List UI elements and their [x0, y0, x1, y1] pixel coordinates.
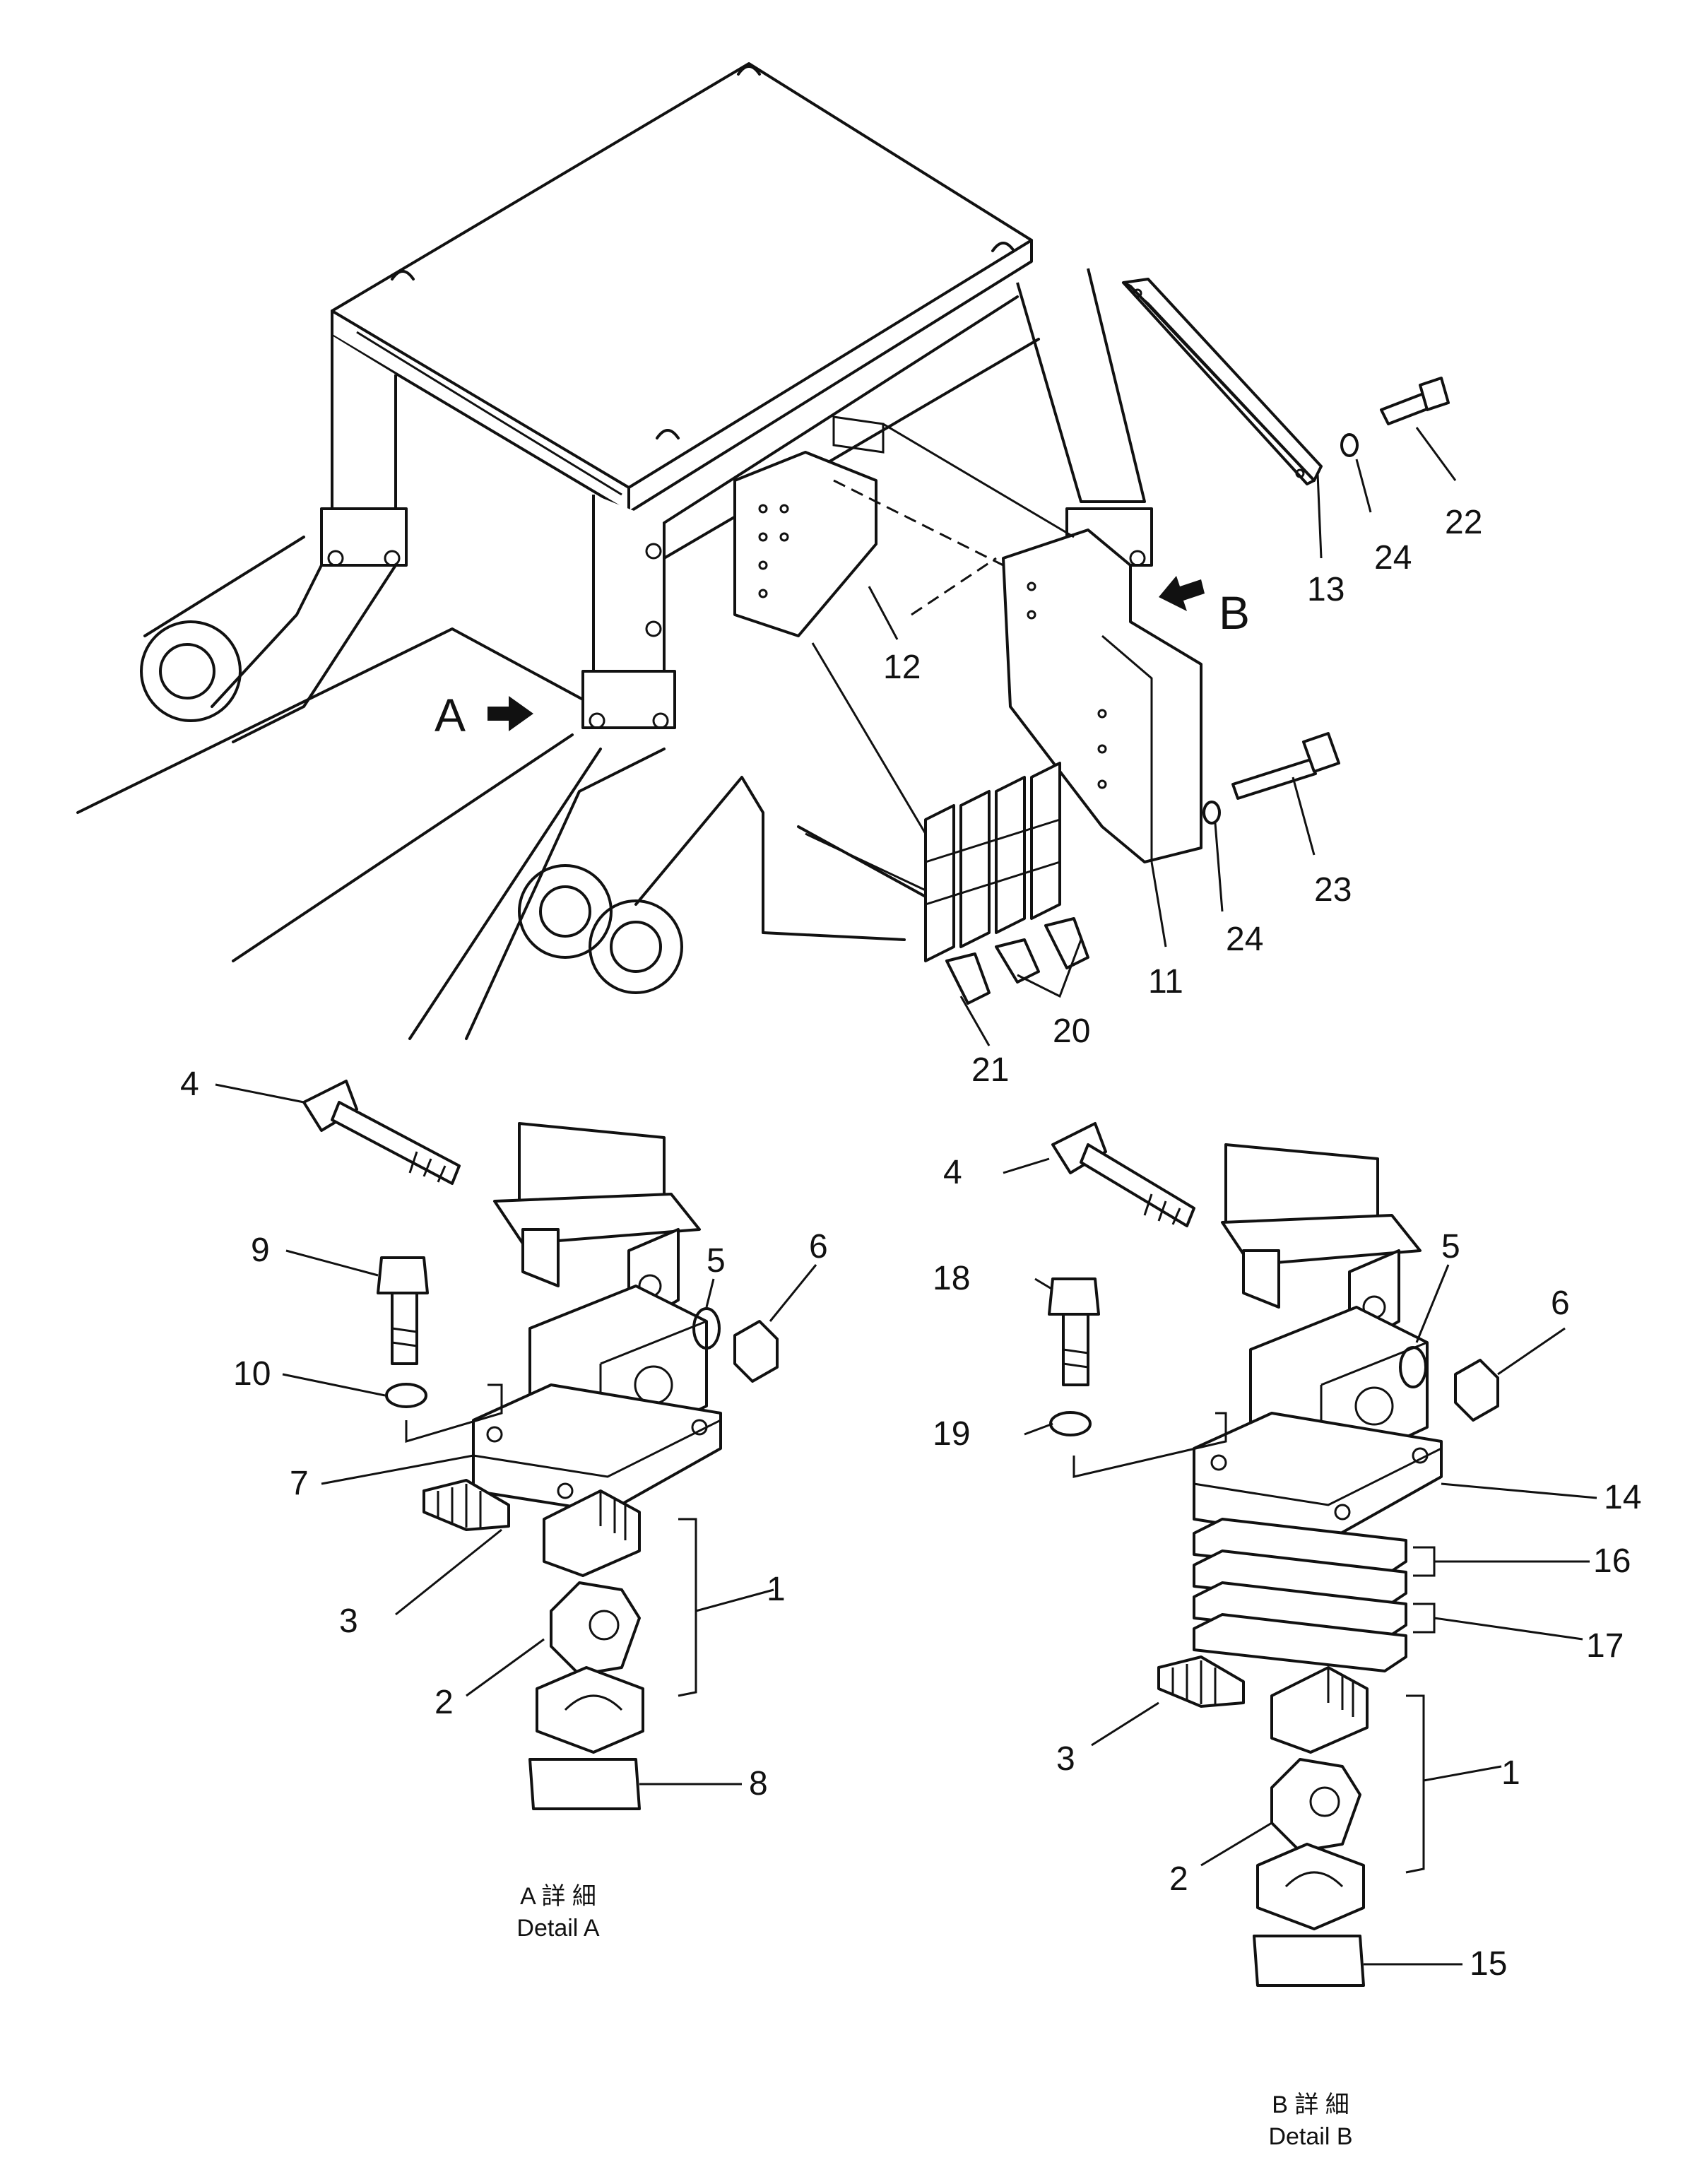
detail-b-caption-jp: B 詳 細 — [1272, 2091, 1349, 2118]
label-part-5-b: 5 — [1441, 1228, 1460, 1265]
label-part-1-b: 1 — [1501, 1754, 1520, 1792]
side-panel-12 — [733, 415, 885, 637]
leader-lines — [215, 427, 1597, 1966]
label-part-16: 16 — [1593, 1542, 1631, 1580]
label-part-22: 22 — [1445, 504, 1482, 541]
label-part-23: 23 — [1314, 871, 1352, 909]
label-part-4-a: 4 — [180, 1066, 199, 1103]
label-part-14: 14 — [1604, 1479, 1641, 1516]
detail-captions: A 詳 細 Detail A B 詳 細 Detail B — [516, 1883, 1352, 2150]
label-part-6-a: 6 — [809, 1228, 828, 1265]
view-arrow-b — [1159, 576, 1205, 611]
part-number-labels: 22 24 13 12 23 24 11 20 21 4 9 5 6 10 7 … — [180, 504, 1641, 1983]
view-marker-labels: A B — [435, 586, 1250, 741]
label-part-20: 20 — [1053, 1013, 1090, 1050]
detail-b-mount — [1048, 1122, 1499, 1987]
canopy-frame — [320, 62, 1153, 729]
label-part-3-b: 3 — [1056, 1740, 1075, 1778]
label-part-10: 10 — [233, 1355, 271, 1393]
cover-plate-13 — [1122, 278, 1323, 485]
machine-body — [76, 536, 941, 1040]
label-part-12: 12 — [883, 649, 921, 686]
clips-20-21 — [805, 642, 1089, 1005]
detail-a-caption-en: Detail A — [516, 1915, 599, 1942]
view-marker-b: B — [1219, 586, 1250, 639]
washer-24-top — [1340, 433, 1359, 457]
bolt-23 — [1231, 732, 1340, 800]
label-part-19: 19 — [933, 1415, 970, 1453]
label-part-9: 9 — [251, 1232, 270, 1269]
label-part-7: 7 — [290, 1465, 309, 1502]
label-part-13: 13 — [1307, 571, 1345, 608]
view-marker-a: A — [435, 689, 466, 741]
label-part-4-b: 4 — [943, 1154, 962, 1191]
label-part-1-a: 1 — [767, 1571, 786, 1608]
label-part-2-a: 2 — [435, 1684, 454, 1721]
label-part-18: 18 — [933, 1260, 970, 1297]
bolt-22 — [1380, 377, 1450, 425]
label-part-17: 17 — [1586, 1627, 1624, 1665]
label-part-3-a: 3 — [339, 1602, 358, 1640]
label-part-21: 21 — [971, 1051, 1009, 1089]
label-part-24-top: 24 — [1374, 539, 1412, 577]
washer-24-bottom — [1202, 801, 1221, 825]
view-arrow-a — [487, 696, 533, 731]
label-part-11: 11 — [1148, 963, 1183, 1000]
detail-a-mount — [302, 1080, 779, 1810]
label-part-15: 15 — [1470, 1945, 1507, 1983]
label-part-8: 8 — [749, 1765, 768, 1802]
label-part-24-bottom: 24 — [1226, 921, 1263, 958]
label-part-6-b: 6 — [1551, 1285, 1570, 1322]
label-part-5-a: 5 — [707, 1242, 726, 1280]
detail-b-caption-en: Detail B — [1268, 2123, 1352, 2150]
detail-a-caption-jp: A 詳 細 — [520, 1883, 596, 1910]
label-part-2-b: 2 — [1169, 1860, 1188, 1898]
